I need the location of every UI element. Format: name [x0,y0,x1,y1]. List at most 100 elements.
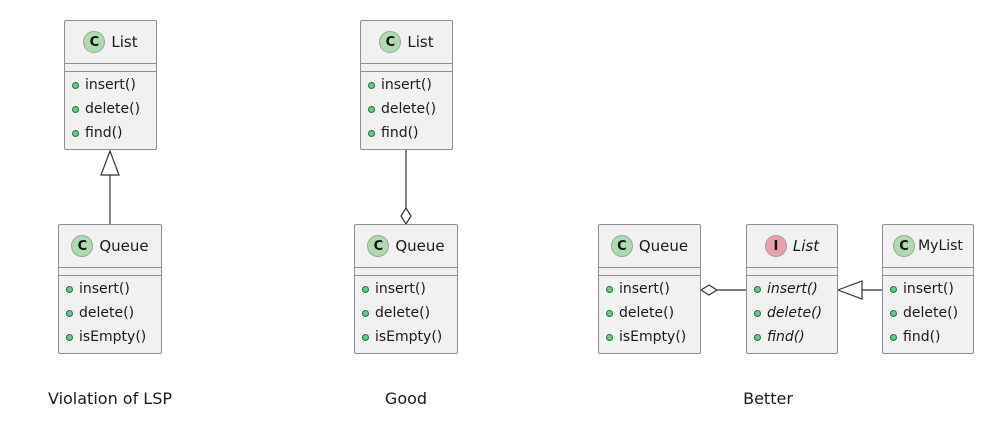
method-list: insert() delete() find() [65,73,156,145]
method-list: insert() delete() find() [361,73,452,145]
interface-stereotype-icon: I [764,235,787,257]
diagram-caption: Violation of LSP [47,389,173,408]
attributes-divider [65,63,156,64]
method-item: insert() [883,277,973,301]
class-name: Queue [638,237,689,255]
public-method-icon [72,129,79,137]
class-header: C List [65,21,156,63]
methods-divider [59,275,161,276]
aggregation-diamond-better [699,284,719,296]
attributes-divider [883,267,973,268]
method-item: find() [361,121,452,145]
method-item: delete() [599,301,700,325]
abstract-method-item: insert() [747,277,837,301]
methods-divider [747,275,837,276]
realization-arrowhead [836,280,863,300]
class-name: MyList [918,238,963,254]
public-method-icon [66,309,73,317]
method-item: find() [65,121,156,145]
class-name: List [407,33,434,51]
class-name: Queue [395,237,445,255]
method-item: insert() [355,277,457,301]
class-name: List [111,33,138,51]
public-method-icon [362,285,369,293]
class-header: C List [361,21,452,63]
method-item: isEmpty() [599,325,700,349]
public-method-icon [606,333,613,341]
aggregation-diamond [400,206,412,226]
interface-name: List [792,237,820,255]
method-item: find() [883,325,973,349]
class-name: Queue [99,237,149,255]
class-header: C MyList [883,225,973,267]
public-method-icon [368,81,375,89]
methods-divider [65,71,156,72]
methods-divider [599,275,700,276]
attributes-divider [355,267,457,268]
interface-header: I List [747,225,837,267]
class-header: C Queue [599,225,700,267]
class-stereotype-icon: C [610,235,633,257]
public-method-icon [368,105,375,113]
method-item: delete() [59,301,161,325]
public-method-icon [754,333,761,341]
method-list: insert() delete() find() [883,277,973,349]
method-list: insert() delete() isEmpty() [59,277,161,349]
public-method-icon [72,105,79,113]
method-list: insert() delete() isEmpty() [355,277,457,349]
method-item: delete() [355,301,457,325]
public-method-icon [362,333,369,341]
mylist-class-box: C MyList insert() delete() find() [882,224,974,354]
public-method-icon [368,129,375,137]
public-method-icon [606,285,613,293]
queue-class-box: C Queue insert() delete() isEmpty() [58,224,162,354]
public-method-icon [890,333,897,341]
queue-class-box: C Queue insert() delete() isEmpty() [598,224,701,354]
class-stereotype-icon: C [893,235,916,257]
public-method-icon [72,81,79,89]
method-item: insert() [65,73,156,97]
methods-divider [883,275,973,276]
public-method-icon [362,309,369,317]
list-class-box: C List insert() delete() find() [64,20,157,150]
diagram-caption: Better [743,389,793,408]
method-item: delete() [361,97,452,121]
list-interface-box: I List insert() delete() find() [746,224,838,354]
class-stereotype-icon: C [71,235,94,257]
public-method-icon [66,285,73,293]
queue-class-box: C Queue insert() delete() isEmpty() [354,224,458,354]
list-class-box: C List insert() delete() find() [360,20,453,150]
public-method-icon [890,309,897,317]
attributes-divider [59,267,161,268]
method-list: insert() delete() isEmpty() [599,277,700,349]
abstract-method-item: delete() [747,301,837,325]
abstract-method-item: find() [747,325,837,349]
diagram-caption: Good [384,389,428,408]
attributes-divider [599,267,700,268]
method-item: isEmpty() [355,325,457,349]
attributes-divider [361,63,452,64]
public-method-icon [606,309,613,317]
inheritance-arrowhead [100,149,120,176]
method-item: insert() [361,73,452,97]
method-list: insert() delete() find() [747,277,837,349]
public-method-icon [754,285,761,293]
method-item: delete() [883,301,973,325]
method-item: delete() [65,97,156,121]
class-stereotype-icon: C [379,31,402,53]
methods-divider [355,275,457,276]
public-method-icon [890,285,897,293]
attributes-divider [747,267,837,268]
class-header: C Queue [355,225,457,267]
method-item: insert() [59,277,161,301]
method-item: isEmpty() [59,325,161,349]
class-stereotype-icon: C [367,235,390,257]
class-header: C Queue [59,225,161,267]
methods-divider [361,71,452,72]
class-stereotype-icon: C [83,31,106,53]
public-method-icon [66,333,73,341]
method-item: insert() [599,277,700,301]
public-method-icon [754,309,761,317]
